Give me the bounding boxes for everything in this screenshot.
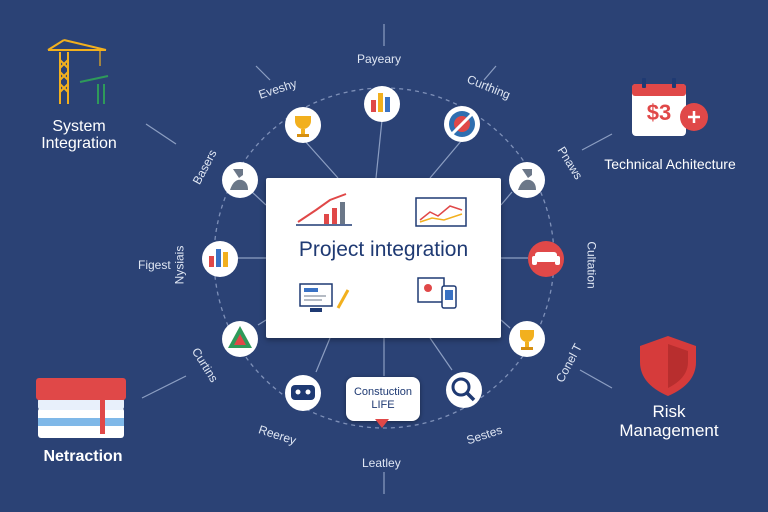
robot-icon bbox=[285, 375, 321, 411]
radial-ticks bbox=[141, 24, 613, 494]
center-panel-icons bbox=[296, 193, 467, 312]
no-entry-icon bbox=[444, 106, 480, 142]
system-integration-label: System Integration bbox=[41, 118, 117, 152]
monitor-chart-icon bbox=[415, 197, 467, 227]
magnifier-icon bbox=[446, 372, 482, 408]
devices-icon bbox=[417, 277, 457, 309]
book-stack-icon bbox=[36, 378, 126, 438]
trophy-icon bbox=[509, 321, 545, 357]
bar-chart-icon bbox=[364, 86, 400, 122]
triangle-icon bbox=[222, 321, 258, 357]
netraction-label: Netraction bbox=[43, 448, 123, 465]
worker-icon bbox=[222, 162, 258, 198]
risk-management-label: Risk Management bbox=[619, 402, 719, 440]
construction-badge: Constuction LIFE bbox=[346, 377, 420, 428]
bar-chart-icon bbox=[202, 241, 238, 277]
growth-chart-icon bbox=[296, 193, 352, 226]
money-badge: $3 bbox=[646, 100, 672, 125]
technical-architecture-label: Technical Achitecture bbox=[604, 156, 736, 172]
badge-line1: Constuction bbox=[353, 386, 413, 398]
calendar-icon bbox=[632, 78, 708, 136]
label-cultation: Cultation bbox=[584, 241, 599, 289]
spokes bbox=[236, 119, 528, 376]
sofa-icon bbox=[528, 241, 564, 277]
shield-icon bbox=[640, 336, 696, 396]
label-payeary: Payeary bbox=[357, 52, 402, 66]
label-nysiais: Nysiais bbox=[172, 245, 187, 285]
label-figest: Figest bbox=[138, 258, 171, 272]
crane-icon bbox=[47, 39, 109, 104]
worker-icon bbox=[509, 162, 545, 198]
pin-icon bbox=[375, 419, 389, 428]
trophy-icon bbox=[285, 107, 321, 143]
center-panel: Project integration bbox=[266, 178, 501, 338]
badge-line2: LIFE bbox=[371, 399, 395, 411]
page-title: Project integration bbox=[298, 238, 469, 261]
label-leatley: Leatley bbox=[362, 456, 401, 470]
laptop-pen-icon bbox=[299, 283, 350, 312]
